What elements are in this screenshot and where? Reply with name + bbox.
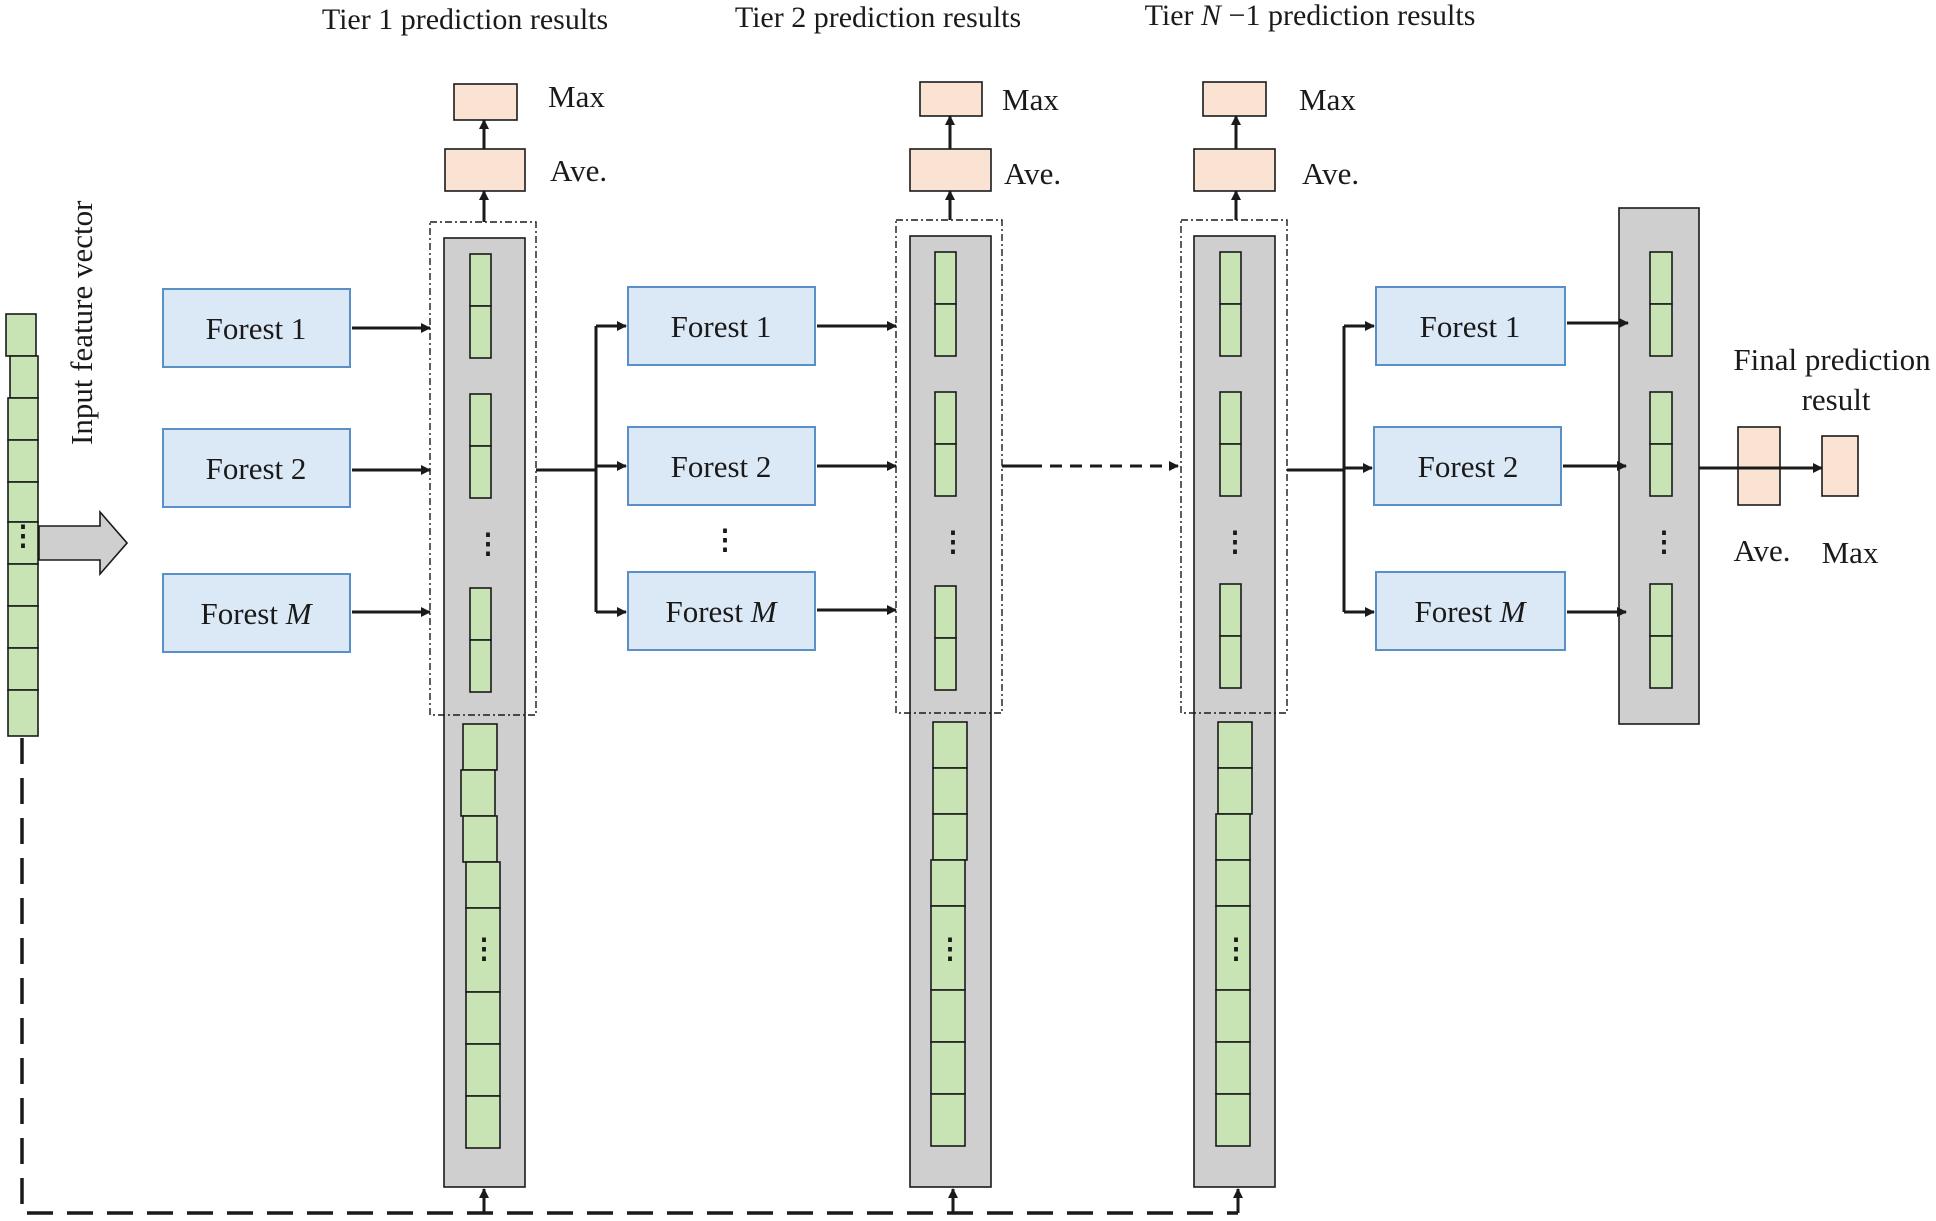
svg-text:Ave.: Ave.	[1733, 533, 1790, 568]
svg-text:Forest M: Forest M	[1414, 594, 1527, 629]
tierN-results: Ave. Max	[1193, 81, 1359, 192]
tier1-results: Ave. Max	[444, 79, 607, 192]
svg-text:Ave.: Ave.	[550, 153, 607, 188]
tier1-header: Tier 1 prediction results	[322, 3, 608, 36]
svg-text:⋮: ⋮	[470, 934, 498, 965]
tier2-forest-ellipsis: ⋮	[711, 525, 739, 556]
tier2-header: Tier 2 prediction results	[735, 1, 1021, 34]
tierN-column: ⋮ ⋮	[1193, 235, 1276, 1188]
tierN-forest-2: Forest 2	[1373, 426, 1562, 506]
svg-text:⋮: ⋮	[474, 529, 502, 560]
tier1-forest-1: Forest 1	[162, 288, 351, 368]
svg-text:⋮: ⋮	[1221, 527, 1249, 558]
tier1-forest-m: Forest M	[162, 573, 351, 653]
tier1-column: ⋮ ⋮	[443, 237, 526, 1188]
tier2-forest-1: Forest 1	[627, 286, 816, 366]
svg-text:Final prediction: Final prediction	[1733, 342, 1931, 377]
svg-text:Max: Max	[1299, 82, 1356, 117]
svg-text:Ave.: Ave.	[1004, 156, 1061, 191]
svg-text:⋮: ⋮	[1650, 527, 1678, 558]
svg-text:Max: Max	[548, 79, 605, 114]
tier1-forest-2: Forest 2	[162, 428, 351, 508]
svg-text:Max: Max	[1002, 82, 1059, 117]
svg-text:Forest 2: Forest 2	[1418, 449, 1519, 484]
final-column: ⋮	[1618, 207, 1700, 725]
svg-text:Ave.: Ave.	[1302, 156, 1359, 191]
tierN-prediction-frame	[1180, 219, 1288, 714]
input-vector-label: Input feature vector	[64, 200, 99, 445]
svg-text:Forest 2: Forest 2	[671, 449, 772, 484]
tier2-forest-2: Forest 2	[627, 426, 816, 506]
svg-text:Forest 2: Forest 2	[206, 451, 307, 486]
svg-text:Forest M: Forest M	[665, 594, 778, 629]
svg-text:Forest 1: Forest 1	[671, 309, 772, 344]
input-ellipsis: ⋮	[9, 521, 37, 552]
svg-text:⋮: ⋮	[939, 527, 967, 558]
svg-text:⋮: ⋮	[1222, 934, 1250, 965]
final-results: Ave. Max Final prediction result	[1733, 342, 1931, 570]
input-arrow	[38, 509, 129, 577]
connectors	[20, 115, 1823, 1215]
tier2-column: ⋮ ⋮	[909, 235, 992, 1188]
svg-text:Max: Max	[1822, 535, 1879, 570]
svg-text:⋮: ⋮	[936, 934, 964, 965]
svg-text:Forest M: Forest M	[200, 596, 313, 631]
input-feature-vector: ⋮	[5, 313, 39, 737]
svg-text:Forest 1: Forest 1	[206, 311, 307, 346]
tierN-header: Tier N −1 prediction results	[1145, 0, 1476, 32]
tierN-forest-1: Forest 1	[1375, 286, 1566, 366]
tier2-forest-m: Forest M	[627, 571, 816, 651]
svg-text:Forest 1: Forest 1	[1420, 309, 1521, 344]
tierN-forest-m: Forest M	[1375, 571, 1566, 651]
svg-text:result: result	[1802, 382, 1871, 417]
tier2-results: Ave. Max	[909, 81, 1061, 192]
